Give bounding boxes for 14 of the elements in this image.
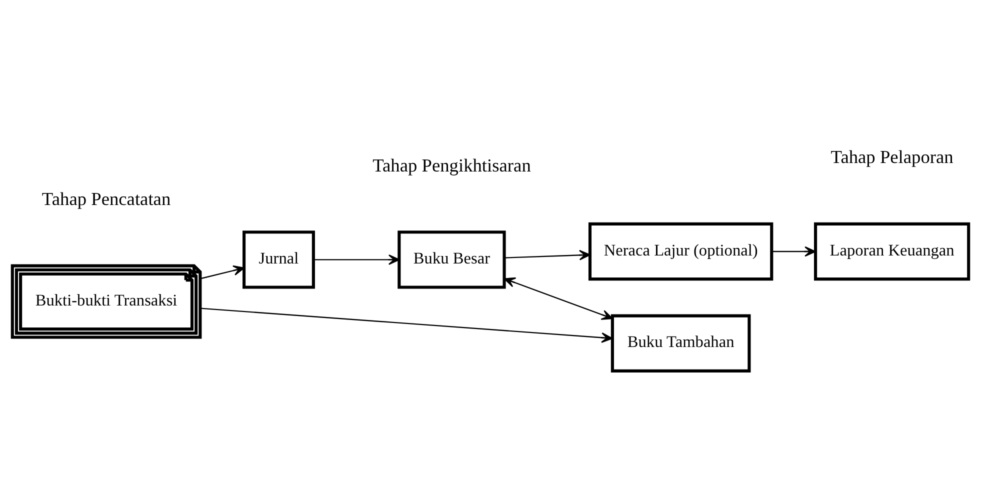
node-box: Jurnal (242, 230, 315, 289)
arrow (504, 250, 590, 260)
label: Tahap Pelaporan (830, 147, 954, 168)
node-box: Buku Besar (398, 230, 506, 289)
arrow (200, 308, 613, 343)
arrow (200, 265, 245, 280)
node-box: Buku Tambahan (610, 314, 751, 372)
label: Tahap Pengikhtisaran (372, 155, 531, 176)
label: Tahap Pencatatan (42, 188, 171, 209)
arrow (504, 277, 613, 320)
arrow (314, 254, 400, 265)
node-box: Laporan Keuangan (814, 222, 970, 281)
arrow (772, 246, 816, 257)
node-box: Neraca Lajur (optional) (588, 222, 774, 281)
